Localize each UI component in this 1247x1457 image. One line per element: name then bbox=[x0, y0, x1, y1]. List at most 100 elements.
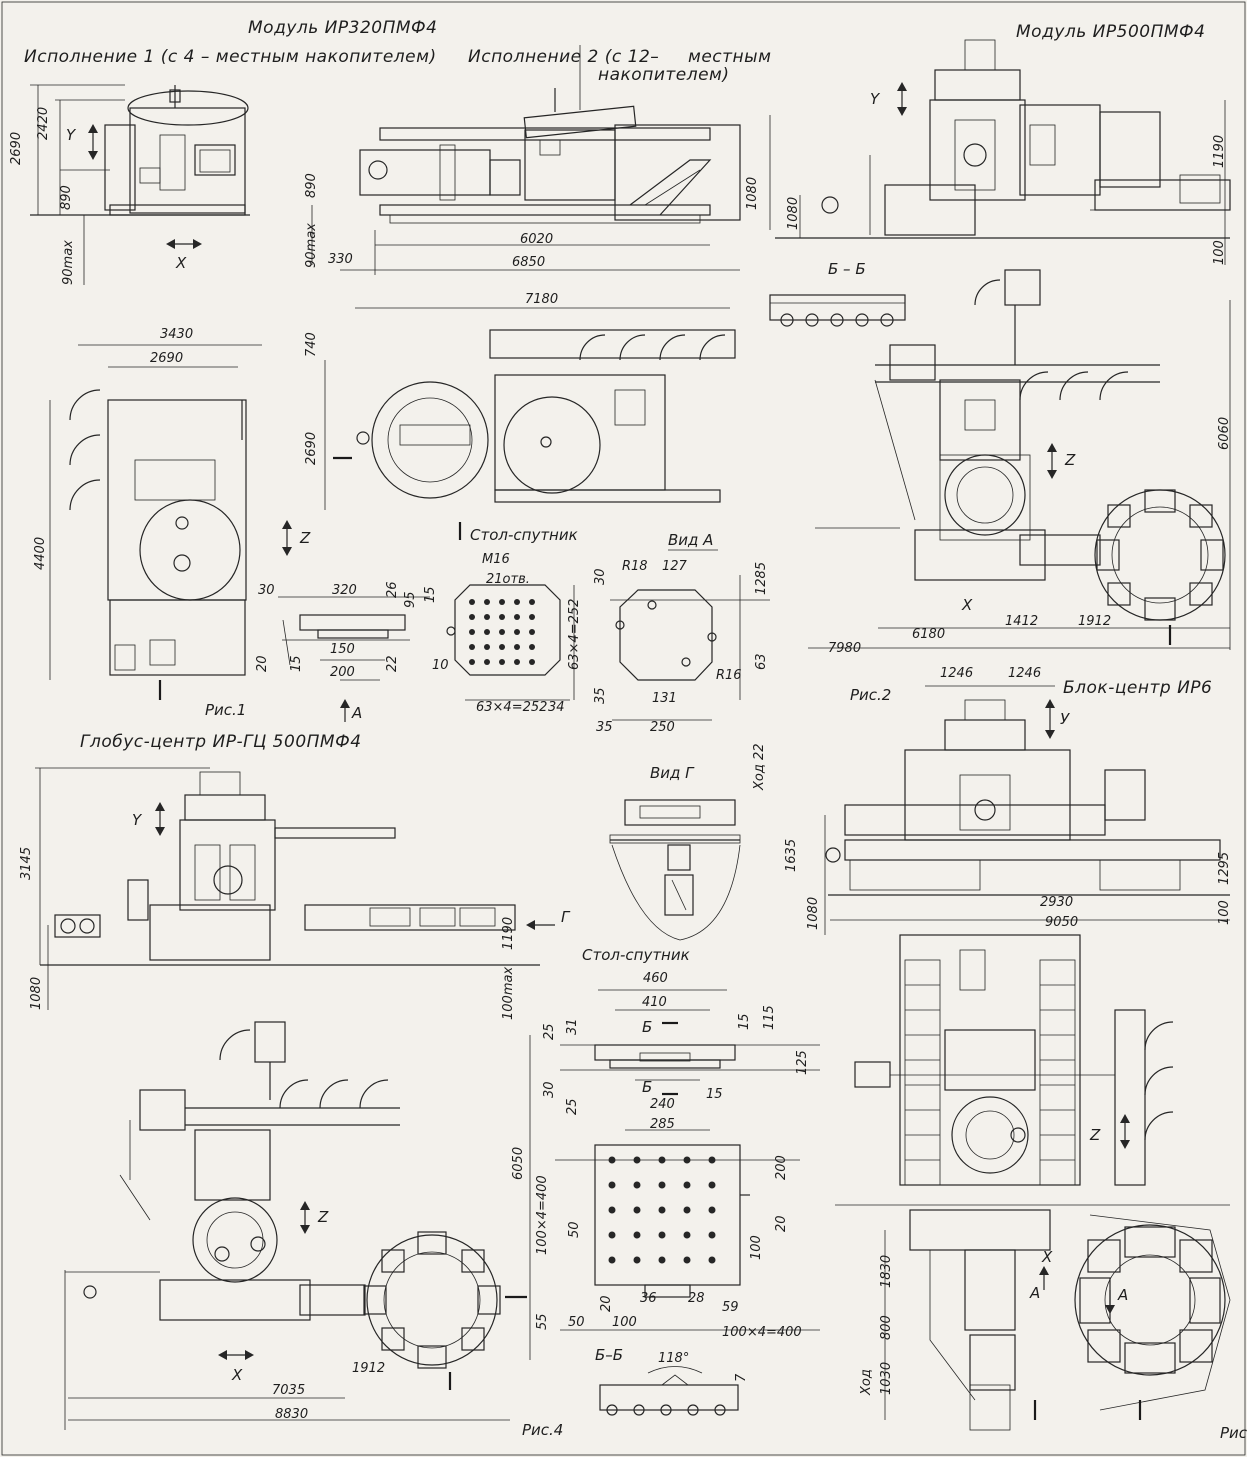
dim-t-15b: 15 bbox=[289, 655, 304, 672]
label-view-a: Вид А bbox=[668, 531, 713, 549]
module-500-front-view bbox=[775, 39, 1231, 265]
axis-x4: X bbox=[1041, 1248, 1053, 1266]
label-fig-4: Рис.4 bbox=[522, 1421, 563, 1439]
dim-bb-118: 118° bbox=[658, 1351, 689, 1366]
dim-bc-1295: 1295 bbox=[1217, 852, 1232, 885]
axis-z2: Z bbox=[1064, 451, 1076, 469]
label-fig-2: Рис.2 bbox=[850, 686, 891, 704]
dim-p3-6060: 6060 bbox=[1217, 417, 1232, 450]
dim-st-100b: 100 bbox=[612, 1315, 637, 1330]
dim-m500-100: 100 bbox=[1212, 240, 1227, 265]
module-320-plan-view-1 bbox=[49, 344, 292, 700]
dim-a-34: 34 bbox=[548, 700, 565, 715]
dim-st-30: 30 bbox=[542, 1081, 557, 1098]
dim-m500-1080: 1080 bbox=[786, 197, 801, 230]
dim-st-36: 36 bbox=[640, 1291, 657, 1306]
dim-v-r16: R16 bbox=[716, 668, 742, 683]
dim-bc-9050: 9050 bbox=[1045, 915, 1078, 930]
pallet-detail-drawing bbox=[278, 596, 430, 722]
dim-bc-1246b: 1246 bbox=[1008, 666, 1041, 681]
dim-p3-1912: 1912 bbox=[1078, 614, 1111, 629]
dim-p3-7980: 7980 bbox=[828, 641, 861, 656]
title-variant-2: Исполнение 2 (с 12– bbox=[468, 47, 659, 67]
dim-st-100x4v: 100×4=400 bbox=[535, 1175, 550, 1255]
dim-st-15: 15 bbox=[737, 1013, 752, 1030]
axis-z3: Z bbox=[317, 1208, 329, 1226]
module-320-variant1-front-view bbox=[30, 84, 250, 285]
label-arrow-a3: А bbox=[1117, 1286, 1128, 1304]
dim-t-150: 150 bbox=[330, 642, 355, 657]
dim-a-m16: М16 bbox=[482, 552, 510, 567]
dim-st-28: 28 bbox=[688, 1291, 705, 1306]
dim-bc-1246a: 1246 bbox=[940, 666, 973, 681]
dim-gc-1080: 1080 bbox=[29, 977, 44, 1010]
axis-x1: X bbox=[175, 254, 187, 272]
dim-v-131: 131 bbox=[652, 691, 677, 706]
module-320-plan-view-2 bbox=[324, 307, 736, 540]
block-center-plan-view bbox=[835, 934, 1231, 1431]
dim-p1-2690: 2690 bbox=[150, 351, 183, 366]
dim-m320-90max: 90max bbox=[61, 240, 76, 285]
dim-gp-1912: 1912 bbox=[352, 1361, 385, 1376]
axis-x2: X bbox=[961, 596, 973, 614]
dim-p3-1412: 1412 bbox=[1005, 614, 1038, 629]
title-globe-center: Глобус-центр ИР-ГЦ 500ПМФ4 bbox=[80, 732, 362, 752]
dim-p1-3430: 3430 bbox=[160, 327, 193, 342]
dim-st-240: 240 bbox=[650, 1097, 675, 1112]
axis-y1: Y bbox=[66, 126, 77, 144]
dim-v-127: 127 bbox=[662, 559, 688, 574]
dim-a-10: 10 bbox=[432, 658, 449, 673]
dim-gp-8830: 8830 bbox=[275, 1407, 308, 1422]
dim-st-59: 59 bbox=[722, 1300, 739, 1315]
dim-gc-1190: 1190 bbox=[501, 917, 516, 950]
section-bb-top-drawing bbox=[769, 294, 906, 327]
dim-t-30: 30 bbox=[258, 583, 275, 598]
dim-st-285: 285 bbox=[650, 1117, 675, 1132]
label-pallet-table-2: Стол-спутник bbox=[582, 946, 690, 964]
dim-bp-1030: 1030 bbox=[879, 1362, 894, 1395]
dim-v2-890: 890 bbox=[304, 173, 319, 198]
dim-g-hod22: Ход 22 bbox=[752, 743, 767, 791]
dim-t-95: 95 bbox=[403, 591, 418, 608]
dim-st-200: 200 bbox=[774, 1155, 789, 1180]
dim-gc-100max: 100max bbox=[501, 967, 516, 1020]
dim-v-35b: 35 bbox=[596, 720, 613, 735]
axis-z1: Z bbox=[299, 529, 311, 547]
dim-t-20: 20 bbox=[255, 655, 270, 672]
dim-v-63: 63 bbox=[754, 653, 769, 670]
dim-bc-1080: 1080 bbox=[806, 897, 821, 930]
axis-y2: Y bbox=[870, 90, 881, 108]
dim-st-460: 460 bbox=[643, 971, 668, 986]
dim-st-20: 20 bbox=[774, 1215, 789, 1232]
dim-v-r18: R18 bbox=[622, 559, 648, 574]
globe-center-front-view bbox=[35, 767, 555, 1010]
dim-m320-2420: 2420 bbox=[36, 107, 51, 140]
axis-z4: Z bbox=[1089, 1126, 1101, 1144]
dim-v2-330: 330 bbox=[328, 252, 353, 267]
dim-st-100x4: 100×4=400 bbox=[722, 1325, 802, 1340]
block-center-front-view bbox=[824, 685, 1230, 935]
label-view-g: Вид Г bbox=[650, 764, 695, 782]
label-arrow-b1: Б bbox=[642, 1018, 652, 1036]
dim-p2-740: 740 bbox=[304, 332, 319, 357]
dim-bp-800: 800 bbox=[879, 1315, 894, 1340]
dim-st-55: 55 bbox=[535, 1313, 550, 1330]
dim-bp-1830: 1830 bbox=[879, 1255, 894, 1288]
dim-st-125: 125 bbox=[795, 1050, 810, 1075]
dim-st-100: 100 bbox=[749, 1235, 764, 1260]
pallet-table-top-view bbox=[529, 1035, 820, 1360]
dim-st-20b: 20 bbox=[599, 1295, 614, 1312]
dim-bp-hod: Ход bbox=[859, 1369, 874, 1396]
dim-m500-1190: 1190 bbox=[1212, 135, 1227, 168]
dim-v2-1080: 1080 bbox=[745, 177, 760, 210]
dim-bc-2930: 2930 bbox=[1040, 895, 1073, 910]
dim-p1-4400: 4400 bbox=[33, 537, 48, 570]
axis-y3: Y bbox=[132, 811, 143, 829]
title-variant-2-cont-b: накопителем) bbox=[598, 65, 730, 85]
dim-bc-1635: 1635 bbox=[784, 839, 799, 872]
pallet-top-grid-view bbox=[446, 584, 575, 701]
dim-v-30: 30 bbox=[593, 568, 608, 585]
dim-a-21: 21отв. bbox=[486, 572, 530, 587]
dim-a-63x4v: 63×4=252 bbox=[567, 599, 582, 670]
